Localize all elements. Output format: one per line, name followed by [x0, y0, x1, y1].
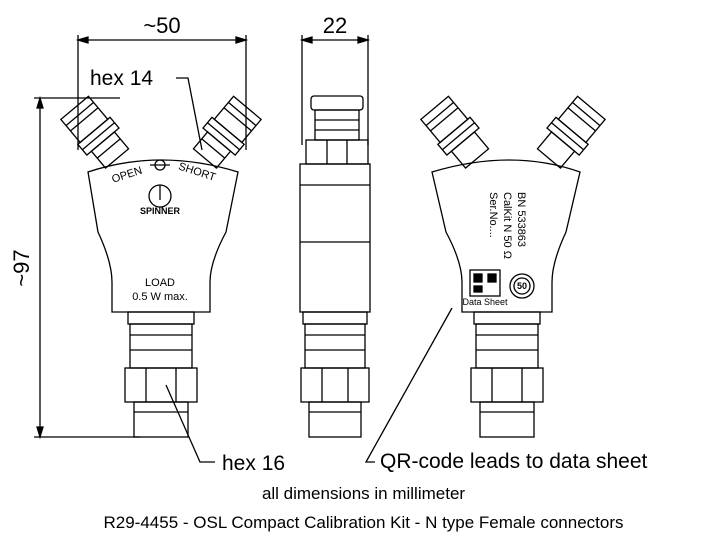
load-label: LOAD	[145, 277, 175, 289]
fifty-ohm-badge	[509, 273, 535, 299]
calkit-label: CalKit N 50 Ω	[501, 192, 513, 259]
brand-logo-text: SPINNER	[140, 206, 181, 216]
datasheet-label: Data Sheet	[462, 297, 508, 307]
qr-code-note: QR-code leads to data sheet	[380, 450, 647, 473]
back-right-connector	[536, 95, 607, 169]
load-power-label: 0.5 W max.	[132, 291, 188, 303]
units-caption: all dimensions in millimeter	[261, 484, 466, 503]
front-left-connector	[59, 95, 130, 169]
serial-number-label: Ser.No....	[487, 192, 499, 238]
open-label: OPEN	[110, 165, 143, 186]
hex-16-label: hex 16	[222, 452, 285, 475]
height-dimension-label: ~97	[9, 249, 34, 286]
width-dimension-label: ~50	[143, 13, 180, 38]
part-number-label: BN 533863	[515, 192, 527, 247]
side-view	[299, 95, 371, 438]
depth-dimension-label: 22	[323, 13, 347, 38]
qr-code	[469, 269, 501, 297]
hex-14-label: hex 14	[90, 67, 153, 90]
back-left-connector	[419, 95, 490, 169]
back-view	[364, 95, 607, 463]
dimension-width	[75, 35, 249, 150]
front-right-connector	[192, 95, 263, 169]
dimension-depth	[299, 35, 371, 145]
fifty-badge-text: 50	[517, 281, 527, 291]
front-view	[59, 77, 263, 463]
dimension-height	[34, 95, 140, 440]
title-caption: R29-4455 - OSL Compact Calibration Kit -…	[103, 513, 624, 532]
